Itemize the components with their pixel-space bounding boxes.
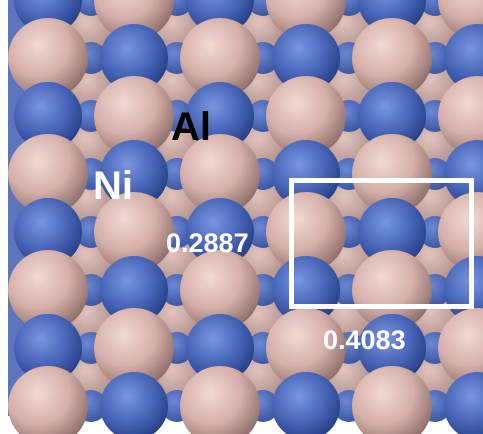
al-atom [94, 76, 174, 156]
al-atom [352, 134, 432, 214]
al-atom [180, 18, 260, 98]
al-atom-label: Al [171, 105, 211, 149]
ni-atom [358, 82, 426, 150]
al-atom [8, 250, 88, 330]
al-atom [352, 250, 432, 330]
al-atom [266, 192, 346, 272]
ni-atom [186, 82, 254, 150]
al-atom [266, 0, 346, 40]
ni-atom [272, 24, 340, 92]
al-atom [266, 308, 346, 388]
al-atom [352, 366, 432, 434]
al-atom [180, 250, 260, 330]
ni-atom [100, 24, 168, 92]
al-atom [180, 366, 260, 434]
ni-atom [358, 314, 426, 382]
unit-cell-box [289, 178, 474, 309]
al-atom [352, 18, 432, 98]
ni-atom [100, 372, 168, 434]
ni-atom [100, 256, 168, 324]
al-atom [94, 308, 174, 388]
al-atom [8, 134, 88, 214]
ni-atom [358, 198, 426, 266]
ni-atom [444, 24, 483, 92]
cell-height-label: 0.2887 [166, 228, 249, 258]
al-atom [8, 18, 88, 98]
ni-atom [14, 198, 82, 266]
al-atom [8, 366, 88, 434]
cell-width-label: 0.4083 [323, 325, 406, 355]
ni-atom-label: Ni [93, 164, 133, 208]
al-atom [94, 0, 174, 40]
ni-atom [186, 314, 254, 382]
al-atom [94, 192, 174, 272]
ni-atom [186, 198, 254, 266]
al-atom [266, 76, 346, 156]
ni-atom [272, 372, 340, 434]
ni-atom [444, 372, 483, 434]
ni-atom [14, 82, 82, 150]
al-atom [180, 134, 260, 214]
al-atom [438, 76, 483, 156]
ni-atom [100, 140, 168, 208]
ni-atom [14, 314, 82, 382]
al-atom [438, 308, 483, 388]
